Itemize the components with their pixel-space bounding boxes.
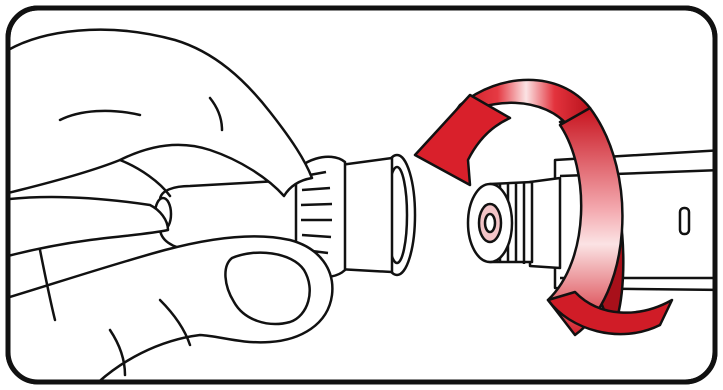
instruction-illustration xyxy=(0,0,723,390)
